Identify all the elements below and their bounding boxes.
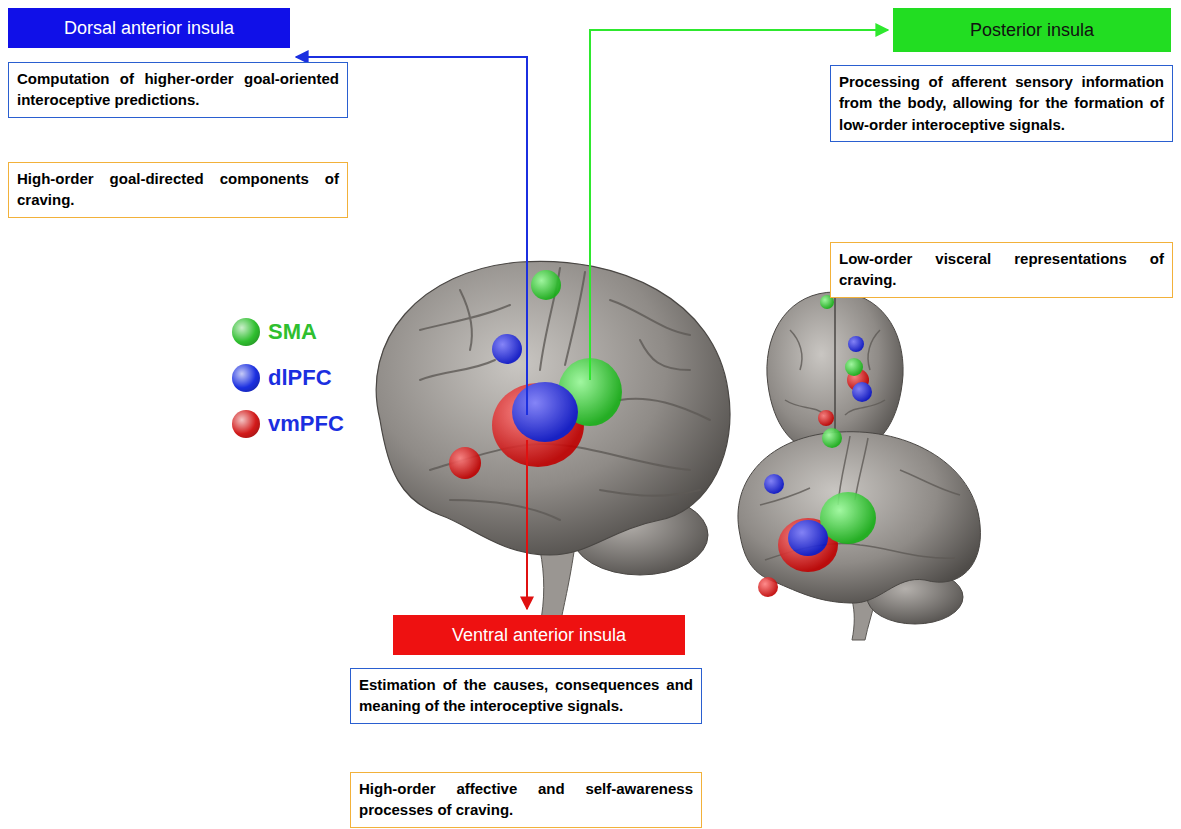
legend-swatch (232, 410, 260, 438)
description-text: Low-order visceral representations of cr… (839, 248, 1164, 291)
legend-entry: SMA (232, 318, 317, 346)
legend-label: dlPFC (268, 365, 332, 391)
description-text: High-order goal-directed components of c… (17, 168, 339, 211)
legend-label: SMA (268, 319, 317, 345)
legend-label: vmPFC (268, 411, 344, 437)
description-text: High-order affective and self-awareness … (359, 778, 693, 821)
legend-swatch (232, 364, 260, 392)
region-header: Dorsal anterior insula (8, 8, 290, 48)
description-text: Processing of afferent sensory informati… (839, 71, 1164, 135)
leader-arrow (526, 440, 528, 609)
region-header: Ventral anterior insula (393, 615, 685, 655)
description-box: High-order goal-directed components of c… (8, 162, 348, 218)
description-box: High-order affective and self-awareness … (350, 772, 702, 828)
description-box: Computation of higher-order goal-oriente… (8, 62, 348, 118)
region-title: Dorsal anterior insula (64, 18, 234, 39)
lateral-brain (376, 261, 730, 625)
small-lateral-brain (738, 428, 980, 640)
region-title: Posterior insula (970, 20, 1094, 41)
description-box: Low-order visceral representations of cr… (830, 242, 1173, 298)
region-header: Posterior insula (893, 8, 1171, 52)
description-text: Estimation of the causes, consequences a… (359, 674, 693, 717)
description-box: Processing of afferent sensory informati… (830, 65, 1173, 142)
legend-entry: vmPFC (232, 410, 344, 438)
legend-entry: dlPFC (232, 364, 332, 392)
legend-swatch (232, 318, 260, 346)
description-text: Computation of higher-order goal-oriente… (17, 68, 339, 111)
description-box: Estimation of the causes, consequences a… (350, 668, 702, 724)
region-title: Ventral anterior insula (452, 625, 626, 646)
